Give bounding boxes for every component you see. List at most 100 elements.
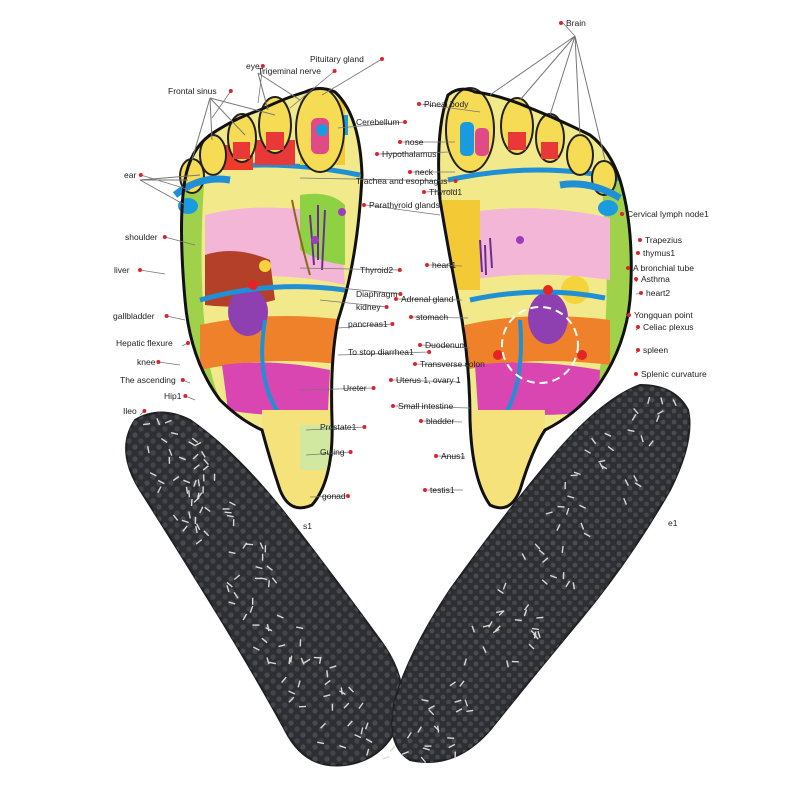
right-dot-7 <box>620 212 624 216</box>
magnet-mark <box>390 746 395 751</box>
right-dot-24 <box>419 419 423 423</box>
magnet-mark <box>269 580 270 587</box>
magnet-mark <box>189 490 190 497</box>
partial-label-e1: e1 <box>668 518 678 528</box>
right-dot-18 <box>418 343 422 347</box>
right-label-16: Yongquan point <box>634 310 693 320</box>
left-label-0: Pituitary gland <box>310 54 364 64</box>
right-dot-25 <box>434 454 438 458</box>
magnet-mark <box>314 657 321 658</box>
magnet-mark <box>327 670 328 677</box>
right-dot-16 <box>627 313 631 317</box>
left-label-9: Thyroid2 <box>360 265 393 275</box>
magnet-mark <box>225 512 232 513</box>
magnet-mark <box>289 657 290 664</box>
left-dot-14 <box>186 341 190 345</box>
right-label-3: Hypothalamus <box>382 149 436 159</box>
left-label-10: Diaphragm <box>356 289 398 299</box>
right-dot-8 <box>638 238 642 242</box>
left-dot-11 <box>385 305 389 309</box>
right-label-13: heart2 <box>646 288 670 298</box>
right-dot-9 <box>636 251 640 255</box>
right-dot-11 <box>626 266 630 270</box>
right-insole <box>392 385 689 762</box>
left-label-6: Trachea and esophagus <box>356 176 447 186</box>
magnet-mark <box>383 757 390 759</box>
left-label-7: shoulder <box>125 232 158 242</box>
left-label-22: Gujing <box>320 447 345 457</box>
left-dot-0 <box>380 57 384 61</box>
left-dot-16 <box>156 360 160 364</box>
right-dot-0 <box>559 21 563 25</box>
right-label-14: Adrenal gland <box>401 294 454 304</box>
left-dot-23 <box>346 494 350 498</box>
magnet-mark <box>246 544 253 545</box>
left-leader-12 <box>167 316 185 320</box>
magnet-mark <box>515 620 522 621</box>
right-label-0: Brain <box>566 18 586 28</box>
right-dot-1 <box>417 102 421 106</box>
left-dot-5 <box>139 173 143 177</box>
left-dot-6 <box>454 179 458 183</box>
left-dot-8 <box>138 268 142 272</box>
right-label-2: nose <box>405 137 424 147</box>
right-label-21: Splenic curvature <box>641 369 707 379</box>
left-label-16: knee <box>137 357 156 367</box>
magnet-mark <box>536 617 543 618</box>
left-label-3: Frontal sinus <box>168 86 217 96</box>
right-dot-13 <box>639 291 643 295</box>
left-leader-0 <box>322 59 382 95</box>
right-label-1: Pineal body <box>424 99 469 109</box>
right-dot-5 <box>422 190 426 194</box>
right-label-10: heart1 <box>432 260 456 270</box>
left-dot-13 <box>390 322 394 326</box>
magnet-mark <box>562 546 563 553</box>
left-insole <box>126 413 402 766</box>
right-label-17: Celiac plexus <box>643 322 694 332</box>
right-dot-17 <box>636 325 640 329</box>
right-label-5: Thyroid1 <box>429 187 462 197</box>
left-dot-19 <box>183 394 187 398</box>
right-label-6: Parathyroid glands <box>369 200 440 210</box>
left-label-8: liver <box>114 265 130 275</box>
left-dot-12 <box>165 314 169 318</box>
magnet-mark <box>341 688 342 695</box>
right-label-25: Anus1 <box>441 451 465 461</box>
right-dot-20 <box>413 362 417 366</box>
left-label-12: gallbladder <box>113 311 155 321</box>
right-label-12: Asthma <box>641 274 670 284</box>
right-label-19: spleen <box>643 345 668 355</box>
left-label-11: kidney <box>356 302 381 312</box>
right-label-8: Trapezius <box>645 235 682 245</box>
magnet-mark <box>466 710 473 711</box>
magnet-mark <box>192 499 193 506</box>
left-dot-4 <box>403 120 407 124</box>
right-dot-19 <box>636 348 640 352</box>
left-label-17: The ascending <box>120 375 176 385</box>
partial-label-s1: s1 <box>303 521 312 531</box>
right-label-18: Duodenum <box>425 340 467 350</box>
magnet-mark <box>571 475 578 476</box>
left-label-20: Ileo <box>123 406 137 416</box>
right-dot-12 <box>634 277 638 281</box>
left-dot-20 <box>142 409 146 413</box>
left-leader-16 <box>158 362 180 365</box>
right-label-20: Transverse colon <box>420 359 485 369</box>
right-dot-10 <box>425 263 429 267</box>
magnet-mark <box>447 738 454 739</box>
left-dot-21 <box>362 425 366 429</box>
left-label-4: Cerebellum <box>356 117 399 127</box>
right-dot-22 <box>389 378 393 382</box>
right-dot-6 <box>362 203 366 207</box>
right-label-23: Small intestine <box>398 401 454 411</box>
left-label-5: ear <box>124 170 136 180</box>
right-dot-26 <box>423 488 427 492</box>
right-dot-15 <box>409 315 413 319</box>
left-dot-18 <box>372 386 376 390</box>
right-dot-4 <box>408 170 412 174</box>
left-label-13: pancreas1 <box>348 319 388 329</box>
left-label-21: Prostate1 <box>320 422 357 432</box>
magnet-mark <box>532 628 539 629</box>
left-label-15: To stop diarrhea1 <box>348 347 414 357</box>
